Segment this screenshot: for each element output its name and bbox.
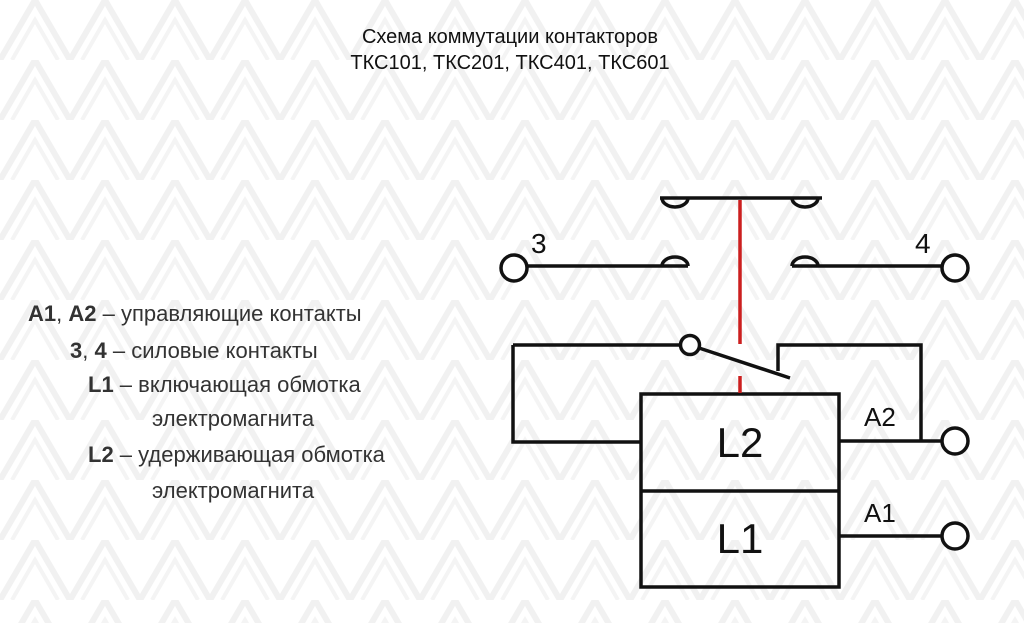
bridge-contact-left: [660, 197, 690, 209]
label-terminal-a2: А2: [864, 402, 896, 432]
fixed-contact-3: [660, 255, 690, 267]
legend-key-4: 4: [94, 338, 107, 363]
legend-description: – управляющие контакты: [96, 301, 362, 326]
aux-switch-blade: [698, 346, 791, 380]
fixed-contact-4: [790, 255, 820, 267]
legend-key-l1: L1: [88, 372, 114, 397]
scheme-subtitle: ТКС101, ТКС201, ТКС401, ТКС601: [350, 52, 670, 74]
legend-description: – включающая обмотка: [113, 372, 361, 397]
legend-l1: L1 – включающая обмотка: [88, 374, 361, 396]
legend-control-contacts: А1, А2 – управляющие контакты: [28, 303, 362, 325]
terminal-a1-circle: [940, 521, 970, 551]
scheme-title: Схема коммутации контакторов: [361, 26, 659, 48]
legend-key-l2: L2: [88, 442, 114, 467]
terminal-a2-circle: [940, 426, 970, 456]
legend-key-a1: А1: [28, 301, 57, 326]
legend-separator: ,: [56, 301, 69, 326]
label-terminal-4: 4: [915, 228, 931, 259]
wire-left-loop: [511, 345, 641, 444]
legend-description: – удерживающая обмотка: [113, 442, 385, 467]
label-terminal-3: 3: [531, 228, 547, 259]
legend-description: – силовые контакты: [106, 338, 318, 363]
terminal-3-circle: [499, 253, 529, 283]
legend-l1-continuation: электромагнита: [152, 406, 315, 431]
label-coil-l1: L1: [717, 515, 764, 562]
terminal-4-circle: [940, 253, 970, 283]
bridge-contact-right: [790, 197, 820, 209]
label-coil-l2: L2: [717, 419, 764, 466]
legend-l2: L2 – удерживающая обмотка: [88, 444, 385, 466]
aux-switch-pivot: [678, 333, 702, 357]
legend-key-3: 3: [70, 338, 83, 363]
legend-key-a2: А2: [68, 301, 97, 326]
legend-separator: ,: [82, 338, 95, 363]
legend-l2-continuation: электромагнита: [152, 478, 315, 503]
wire-aux-switch-out: [776, 343, 923, 441]
label-terminal-a1: А1: [864, 498, 896, 528]
legend-power-contacts: 3, 4 – силовые контакты: [70, 340, 318, 362]
